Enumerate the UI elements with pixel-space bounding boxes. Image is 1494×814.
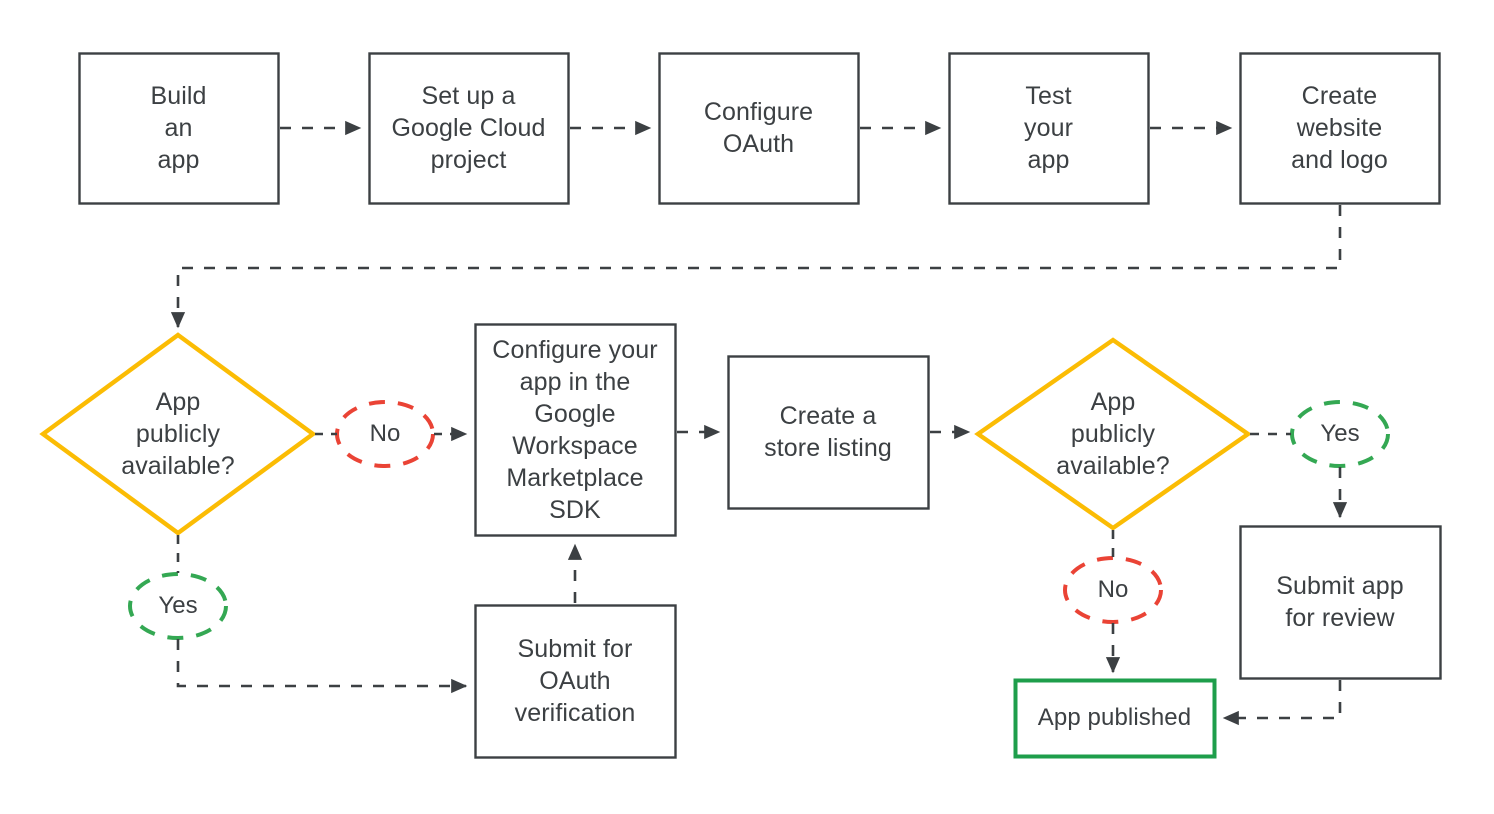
edge-submit-review-to-app-published: [1222, 680, 1342, 726]
node-submit-review[interactable]: [1239, 525, 1442, 680]
edge-website-to-decision-left: [170, 205, 1342, 329]
node-decision-right[interactable]: [974, 337, 1252, 531]
node-oauth-verification[interactable]: [474, 604, 677, 759]
node-decision-left[interactable]: [39, 332, 317, 536]
node-store-listing[interactable]: [727, 355, 930, 510]
node-gcp-project[interactable]: [368, 52, 570, 205]
node-build-app[interactable]: [78, 52, 280, 205]
edge-label-left-no-ellipse: [335, 400, 435, 468]
edge-label-right-yes-ellipse: [1290, 400, 1390, 468]
edge-label-left-yes-ellipse: [128, 572, 228, 640]
node-create-website-logo[interactable]: [1239, 52, 1441, 205]
node-configure-oauth[interactable]: [658, 52, 860, 205]
node-test-app[interactable]: [948, 52, 1150, 205]
node-configure-sdk[interactable]: [474, 323, 677, 537]
edge-yes-to-oauth-verification: [176, 639, 468, 694]
edge-label-right-no-ellipse: [1063, 556, 1163, 624]
node-app-published[interactable]: [1013, 678, 1217, 759]
